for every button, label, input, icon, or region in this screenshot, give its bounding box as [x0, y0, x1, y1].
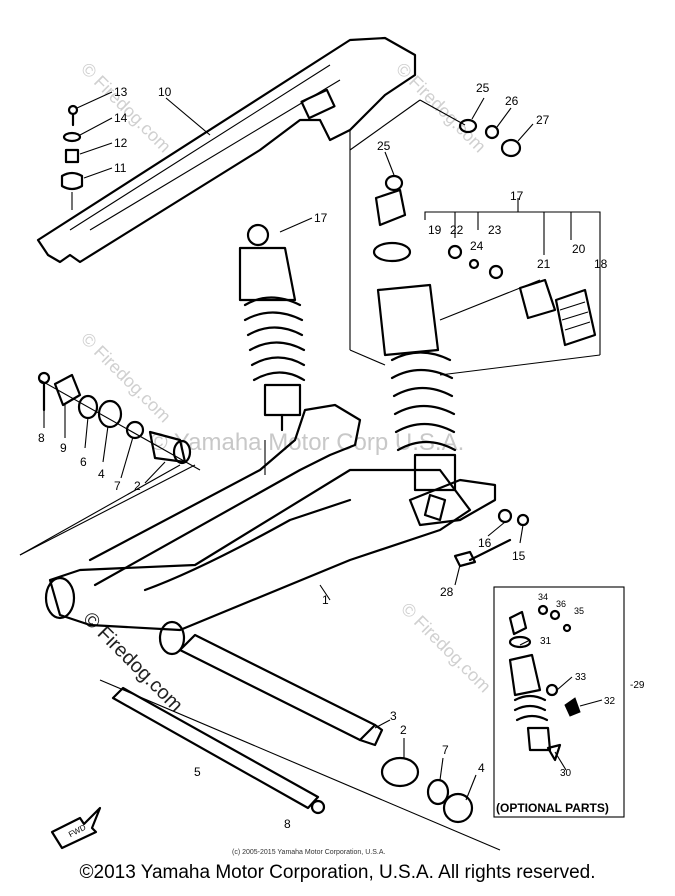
callout-25a: 25	[476, 81, 490, 95]
watermark-firedog-mid: © Firedog.com	[77, 329, 175, 427]
forward-direction-arrow: FWD	[50, 806, 102, 850]
optional-parts-panel	[493, 586, 625, 818]
callout-2b: 2	[400, 723, 407, 737]
callout-9: 9	[60, 441, 67, 455]
callout-3: 3	[390, 709, 397, 723]
callout-27: 27	[536, 113, 550, 127]
callout-8b: 8	[284, 817, 291, 831]
callout-34: 34	[538, 592, 548, 602]
callout-33: 33	[575, 672, 587, 683]
rear-shock-left	[238, 217, 313, 432]
callout-31: 31	[540, 636, 552, 647]
callout-7a: 7	[114, 479, 121, 493]
callout-24: 24	[470, 239, 484, 253]
left-pivot-hardware	[37, 371, 201, 484]
callout-2a: 2	[134, 479, 141, 493]
callout-4b: 4	[478, 761, 485, 775]
callout-29: -29	[630, 680, 645, 691]
callout-26: 26	[505, 94, 519, 108]
callout-7b: 7	[442, 743, 449, 757]
callout-32: 32	[604, 696, 616, 707]
callout-30: 30	[560, 768, 572, 779]
pivot-shaft-assembly	[99, 633, 501, 851]
watermark-yamaha: © Yamaha Motor Corp U.S.A.	[150, 429, 464, 456]
upper-mount-hardware	[384, 97, 534, 192]
callout-14: 14	[114, 111, 128, 125]
callout-10: 10	[158, 85, 172, 99]
watermark-firedog-bottom-right: © Firedog.com	[397, 599, 495, 697]
callout-17-left: 17	[314, 211, 328, 225]
rear-shock-right	[349, 99, 466, 522]
callout-20: 20	[572, 242, 586, 256]
callout-6: 6	[80, 455, 87, 469]
shock-adjuster-hardware	[424, 198, 601, 376]
chain-case	[36, 36, 417, 264]
copyright-notice: ©2013 Yamaha Motor Corporation, U.S.A. A…	[79, 862, 596, 883]
callout-18: 18	[594, 257, 608, 271]
callout-16: 16	[478, 536, 492, 550]
callout-21: 21	[537, 257, 551, 271]
callout-numbers: 13 14 12 11 10 25 26 27 25 17 17 19 22 2…	[38, 81, 645, 831]
watermark-firedog-top: © Firedog.com	[392, 59, 490, 157]
callout-36: 36	[556, 599, 566, 609]
callout-17-top: 17	[510, 189, 524, 203]
callout-13: 13	[114, 85, 128, 99]
swing-arm	[19, 403, 497, 656]
callout-4a: 4	[98, 467, 105, 481]
callout-11: 11	[114, 161, 127, 175]
callout-8a: 8	[38, 431, 45, 445]
fine-print: (c) 2005-2015 Yamaha Motor Corporation, …	[232, 849, 385, 856]
callout-5: 5	[194, 765, 201, 779]
callout-28: 28	[440, 585, 454, 599]
watermarks: © Firedog.com © Firedog.com © Firedog.co…	[77, 59, 495, 717]
callout-19: 19	[428, 223, 442, 237]
callout-12: 12	[114, 136, 128, 150]
callout-35: 35	[574, 606, 584, 616]
lower-mount-bolts	[453, 508, 530, 586]
callout-1: 1	[322, 593, 329, 607]
callout-15: 15	[512, 549, 526, 563]
callout-22: 22	[450, 223, 464, 237]
optional-parts-label: (OPTIONAL PARTS)	[496, 801, 609, 815]
chain-case-bolt-set	[60, 91, 113, 210]
callout-23: 23	[488, 223, 502, 237]
callout-25b: 25	[377, 139, 391, 153]
